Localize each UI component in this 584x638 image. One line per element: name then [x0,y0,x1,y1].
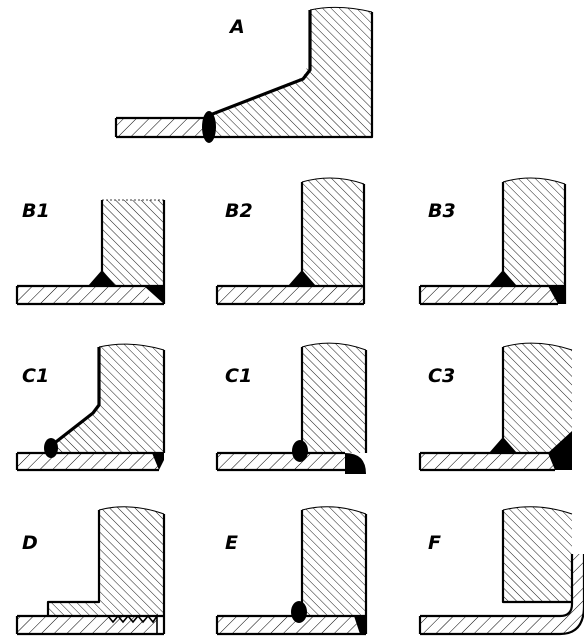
fillet-weld-c3 [489,437,517,453]
figure-f: F [418,506,584,636]
figure-a: A [114,6,374,143]
base-plate-b1 [17,286,149,304]
root-weld-e [354,616,366,634]
figure-label-e: E [225,532,238,554]
figure-label-b1: B1 [22,200,50,222]
base-plate-c1-left [17,453,159,470]
base-plate-b2 [217,286,364,304]
figure-b1: B1 [15,199,166,306]
root-weld-b3 [548,286,565,304]
corner-weld-c1-middle [345,453,366,474]
weld-bead-c1-middle [292,440,308,462]
corner-weld-c3 [548,431,572,470]
base-plate-f [420,616,560,634]
root-weld-c1-left [152,453,164,470]
base-plate-a [116,118,214,137]
base-plate-c1-middle [217,453,345,470]
figure-c1-left: C1 [15,343,166,472]
figure-e: E [215,506,368,636]
upper-member-c3 [503,343,572,453]
figure-label-b2: B2 [225,200,253,222]
figure-label-d: D [22,532,38,554]
fillet-weld-b1 [88,270,116,286]
figure-b3: B3 [418,177,567,306]
base-plate-c3 [420,453,555,470]
figure-c3: C3 [418,342,573,472]
figure-label-f: F [428,532,441,554]
base-plate-b3 [420,286,560,304]
figure-label-c1-middle: C1 [225,365,252,387]
figure-label-c1-left: C1 [22,365,49,387]
weld-bead-e [291,601,307,623]
figure-label-b3: B3 [428,200,456,222]
figure-label-a: A [228,16,245,38]
upper-member-b2 [302,177,364,286]
upper-member-c1-left [52,344,164,453]
upper-member-c1-middle [302,343,366,453]
figure-label-c3: C3 [428,365,455,387]
figure-d: D [15,506,166,636]
weld-bead-a [202,111,216,143]
upper-member-d [48,506,164,616]
upper-member-a [210,7,372,137]
upper-member-e [302,506,366,616]
figure-c1-middle: C1 [215,342,368,474]
fillet-weld-b2 [288,270,316,286]
figure-b2: B2 [215,177,366,306]
upper-member-b1 [102,200,164,286]
upper-member-b3 [503,177,565,286]
upper-member-f [503,506,572,602]
base-plate-e [217,616,357,634]
weld-bead-c1-left [44,438,58,458]
fillet-weld-b3 [489,270,517,286]
root-weld-b1 [144,286,164,304]
threaded-seam-d [107,613,158,634]
